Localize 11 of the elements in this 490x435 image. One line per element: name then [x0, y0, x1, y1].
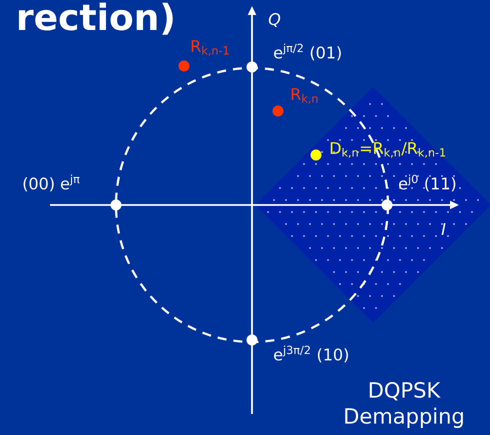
point-label: e$^{j0}$ (11) [399, 174, 456, 192]
formula-label: D$_{k,n}$=R$_{k,n}$/R$_{k,n-1}$ [330, 142, 446, 158]
axis-label: I [442, 223, 446, 235]
title-fragment: rection) [18, 2, 173, 35]
point-label: R$_{k,n}$ [292, 88, 318, 104]
point-label: e$^{jπ/2}$ (01) [274, 44, 341, 60]
caption-text: DQPSK Demapping [345, 382, 463, 428]
point-label: e$^{j3π/2}$ (10) [274, 346, 348, 362]
point-label: (00) e$^{jπ}$ [24, 174, 80, 192]
axis-label: Q [268, 13, 280, 27]
point-label: R$_{k,n-1}$ [192, 40, 229, 56]
